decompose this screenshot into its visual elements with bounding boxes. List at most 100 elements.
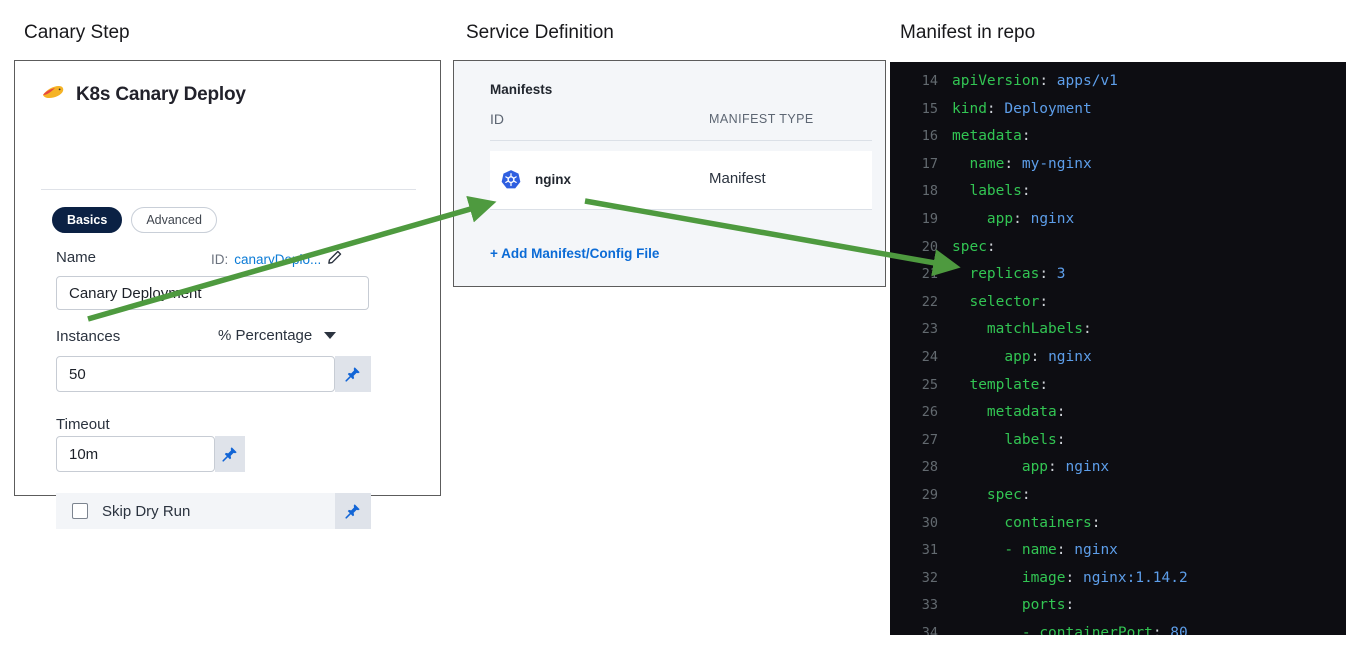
pushpin-icon: [345, 367, 360, 382]
heading-manifest-in-repo: Manifest in repo: [900, 22, 1036, 43]
name-input[interactable]: Canary Deployment: [56, 276, 369, 310]
tab-basics[interactable]: Basics: [52, 207, 123, 233]
code-text: spec:: [952, 238, 996, 255]
canary-step-panel: K8s Canary Deploy Basics Advanced Name I…: [14, 60, 441, 529]
code-text: app: nginx: [986, 210, 1075, 227]
line-number: 18: [921, 183, 938, 200]
code-line: 16 metadata:: [890, 123, 1346, 151]
code-line: 33 ports:: [890, 592, 1346, 620]
code-line: 26 metadata:: [890, 399, 1346, 427]
line-number: 19: [921, 210, 938, 227]
code-line: 18 labels:: [890, 178, 1346, 206]
code-line: 24 app: nginx: [890, 344, 1346, 372]
code-text: matchLabels:: [986, 321, 1092, 338]
line-number: 22: [921, 293, 938, 310]
pushpin-icon: [222, 447, 237, 462]
code-line: 30 containers:: [890, 510, 1346, 538]
line-number: 27: [921, 431, 938, 448]
name-field-label: Name: [56, 249, 97, 266]
code-text: app: nginx: [1021, 459, 1110, 476]
line-number: 20: [921, 238, 938, 255]
timeout-field-label: Timeout: [56, 416, 110, 433]
timeout-pin-button[interactable]: [215, 436, 245, 472]
canary-step-title-row: K8s Canary Deploy: [41, 83, 246, 106]
pencil-icon[interactable]: [327, 250, 342, 268]
code-line: 27 labels:: [890, 427, 1346, 455]
code-line: 19 app: nginx: [890, 206, 1346, 234]
line-number: 23: [921, 321, 938, 338]
code-line: 15 kind: Deployment: [890, 96, 1346, 124]
instances-input[interactable]: 50: [56, 356, 335, 392]
instances-unit-select[interactable]: % Percentage: [218, 327, 337, 344]
code-text: kind: Deployment: [952, 100, 1092, 117]
line-number: 31: [921, 542, 938, 559]
line-number: 16: [921, 128, 938, 145]
line-number: 34: [921, 624, 938, 635]
code-text: - containerPort: 80: [1021, 624, 1188, 635]
line-number: 21: [921, 266, 938, 283]
skip-dry-run-row[interactable]: Skip Dry Run: [56, 493, 371, 529]
code-line: 31 - name: nginx: [890, 537, 1346, 565]
code-text: labels:: [969, 183, 1031, 200]
pushpin-icon: [345, 504, 360, 519]
code-text: containers:: [1004, 514, 1101, 531]
line-number: 33: [921, 597, 938, 614]
column-header-id: ID: [490, 111, 504, 127]
instances-pin-button[interactable]: [335, 356, 371, 392]
code-line: 32 image: nginx:1.14.2: [890, 565, 1346, 593]
add-manifest-config-file-link[interactable]: + Add Manifest/Config File: [490, 246, 660, 261]
code-text: ports:: [1021, 597, 1075, 614]
code-text: replicas: 3: [969, 266, 1066, 283]
code-text: apiVersion: apps/v1: [952, 73, 1118, 89]
column-header-manifest-type: MANIFEST TYPE: [709, 112, 814, 126]
code-line: 34 - containerPort: 80: [890, 620, 1346, 635]
line-number: 15: [921, 100, 938, 117]
step-id-prefix: ID:: [211, 251, 229, 267]
manifest-type-value: Manifest: [709, 170, 766, 187]
skip-dry-run-checkbox[interactable]: [72, 503, 88, 519]
manifest-id-value: nginx: [535, 172, 571, 187]
code-text: metadata:: [952, 128, 1031, 145]
code-text: app: nginx: [1004, 348, 1092, 365]
skip-dry-run-pin-button[interactable]: [335, 493, 371, 529]
line-number: 28: [921, 459, 938, 476]
code-line: 25 template:: [890, 372, 1346, 400]
tab-advanced[interactable]: Advanced: [131, 207, 217, 233]
instances-field-label: Instances: [56, 328, 121, 345]
line-number: 29: [921, 486, 938, 503]
canary-bird-icon: [41, 83, 65, 106]
manifests-section-title: Manifests: [490, 82, 553, 97]
code-text: labels:: [1004, 431, 1066, 448]
chevron-down-icon: [324, 327, 337, 344]
table-row-divider: [490, 209, 872, 210]
service-definition-panel: Manifests ID MANIFEST TYPE nginx Manifes…: [453, 60, 886, 287]
code-line: 29 spec:: [890, 482, 1346, 510]
code-text: image: nginx:1.14.2: [1021, 569, 1188, 586]
step-id-row: ID: canaryDeplo...: [211, 250, 342, 268]
skip-dry-run-label: Skip Dry Run: [102, 502, 191, 520]
code-text: spec:: [986, 486, 1031, 503]
code-line: 28 app: nginx: [890, 454, 1346, 482]
title-divider: [41, 189, 416, 190]
kubernetes-icon: [500, 169, 522, 196]
line-number: 32: [921, 569, 938, 586]
line-number: 25: [921, 376, 938, 393]
table-row[interactable]: nginx Manifest: [490, 151, 872, 209]
code-text: template:: [969, 376, 1049, 393]
code-line: 23 matchLabels:: [890, 316, 1346, 344]
tab-group: Basics Advanced: [52, 207, 217, 233]
code-text: selector:: [969, 293, 1049, 310]
canary-step-title: K8s Canary Deploy: [76, 83, 246, 105]
code-line: 22 selector:: [890, 289, 1346, 317]
step-id-value[interactable]: canaryDeplo...: [234, 251, 322, 267]
line-number: 26: [921, 404, 938, 421]
timeout-input[interactable]: 10m: [56, 436, 215, 472]
line-number: 24: [921, 348, 938, 365]
line-number: 17: [921, 155, 938, 172]
code-text: name: my-nginx: [969, 155, 1092, 172]
table-header-divider: [490, 140, 872, 141]
code-line: 21 replicas: 3: [890, 261, 1346, 289]
